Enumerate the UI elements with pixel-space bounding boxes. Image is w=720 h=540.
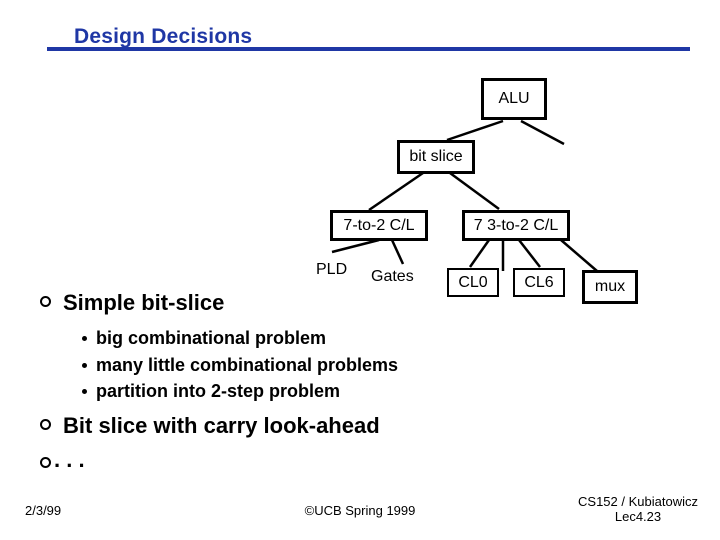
footer-course-block: CS152 / Kubiatowicz Lec4.23 [563,494,713,524]
dot-bullet-icon [82,336,87,341]
edge-bitslice-73to2 [449,171,500,211]
circle-bullet-icon [40,457,51,468]
dot-bullet-icon [82,389,87,394]
tree-leaf-gates: Gates [371,268,414,285]
tree-node-alu: ALU [481,78,547,120]
tree-node-7-3-to-2-cl: 7 3-to-2 C/L [462,210,570,241]
footer-lecture-number: Lec4.23 [614,509,662,524]
tree-node-bit-slice: bit slice [397,140,475,174]
edge-73to2-cl6 [518,239,541,268]
edge-alu-bitslice [446,119,504,142]
edge-bitslice-7to2 [368,171,424,212]
tree-node-7-to-2-cl: 7-to-2 C/L [330,210,428,241]
circle-bullet-icon [40,419,51,430]
circle-bullet-icon [40,296,51,307]
page-title: Design Decisions [74,25,253,48]
sub-bullet-item: many little combinational problems [96,355,399,375]
edge-alu-stub [520,119,565,146]
edge-73to2-mux [560,239,598,272]
bullet-heading-ellipsis: . . . [54,447,85,472]
edge-73to2-cl0 [468,239,491,268]
tree-node-cl6: CL6 [513,268,565,297]
footer-date: 2/3/99 [25,503,62,518]
bullet-heading-carry-look-ahead: Bit slice with carry look-ahead [63,413,380,438]
edge-7to2-pld [331,238,380,254]
sub-bullet-item: partition into 2-step problem [96,381,341,401]
tree-leaf-pld: PLD [316,261,348,278]
title-underline [47,47,690,51]
dot-bullet-icon [82,363,87,368]
bullet-heading-simple-bit-slice: Simple bit-slice [63,290,225,315]
footer-copyright: ©UCB Spring 1999 [304,503,416,518]
footer-course-name: CS152 / Kubiatowicz [578,494,698,509]
edge-7to2-gates [390,239,405,265]
tree-node-cl0: CL0 [447,268,499,297]
sub-bullet-item: big combinational problem [96,328,327,348]
tree-node-mux: mux [582,270,638,304]
